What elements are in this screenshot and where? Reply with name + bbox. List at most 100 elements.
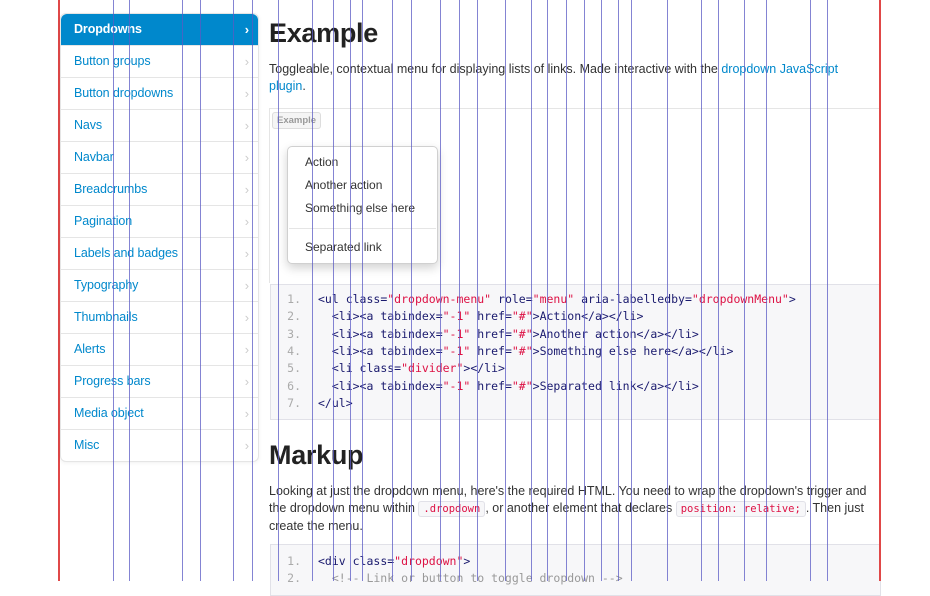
- sidebar-item-label: Thumbnails: [74, 310, 138, 324]
- sidebar-nav: Dropdowns›Button groups›Button dropdowns…: [60, 13, 259, 462]
- code-text: <ul class="dropdown-menu" role="menu" ar…: [318, 292, 796, 306]
- code-text: <li class="divider"></li>: [318, 361, 505, 376]
- guide-line: [252, 0, 253, 581]
- guide-line: [631, 0, 632, 581]
- guide-line: [459, 0, 460, 581]
- sidebar-item-media-object[interactable]: Media object ›: [61, 397, 258, 429]
- guide-line: [362, 0, 363, 581]
- guide-line: [440, 0, 441, 581]
- guide-line: [547, 0, 548, 581]
- chevron-right-icon: ›: [244, 118, 249, 133]
- sidebar-item-button-groups[interactable]: Button groups ›: [61, 45, 258, 77]
- code-text: <li><a tabindex="-1" href="#">Separated …: [331, 378, 699, 393]
- sidebar-item-navbar[interactable]: Navbar›: [61, 141, 258, 173]
- guide-line: [766, 0, 767, 581]
- code-dropdown-class: .dropdown: [418, 501, 486, 517]
- code-text: <li><a tabindex="-1" href="#">Something …: [331, 343, 734, 358]
- sidebar-item-progress-bars[interactable]: Progress bars ›: [61, 365, 258, 397]
- line-number: 1.: [287, 554, 301, 568]
- guide-line: [200, 0, 201, 581]
- chevron-right-icon: ›: [244, 278, 249, 293]
- sidebar-item-button-dropdowns[interactable]: Button dropdowns ›: [61, 77, 258, 109]
- chevron-right-icon: ›: [244, 182, 249, 197]
- sidebar-item-label: Misc: [74, 438, 100, 452]
- sidebar-item-label: Button groups: [74, 54, 151, 68]
- chevron-right-icon: ›: [244, 54, 249, 69]
- menu-item-something-else[interactable]: Something else here: [305, 201, 416, 215]
- guide-line-right: [879, 0, 881, 581]
- dropdown-plugin-link[interactable]: dropdown JavaScript plugin: [269, 62, 839, 93]
- sidebar-item-breadcrumbs[interactable]: Breadcrumbs ›: [61, 173, 258, 205]
- chevron-right-icon: ›: [244, 342, 249, 357]
- line-number: 4.: [287, 343, 301, 358]
- line-number: 3.: [287, 326, 301, 341]
- guide-line: [667, 0, 668, 581]
- sidebar-item-labels-and-badges[interactable]: Labels and badges ›: [61, 237, 258, 269]
- guide-line: [618, 0, 619, 581]
- guide-line: [566, 0, 567, 581]
- sidebar-item-label: Typography: [74, 278, 139, 292]
- code-block-example: 1. <ul class="dropdown-menu" role="menu" …: [270, 284, 881, 420]
- guide-line: [278, 0, 279, 581]
- sidebar-item-pagination[interactable]: Pagination›: [61, 205, 258, 237]
- sidebar-item-label: Progress bars: [74, 374, 151, 388]
- menu-item-another-action[interactable]: Another action: [305, 178, 383, 192]
- sidebar-item-label: Navs: [74, 118, 103, 132]
- menu-item-action[interactable]: Action: [305, 155, 339, 169]
- markup-heading: Markup: [269, 440, 364, 470]
- line-number: 2.: [287, 309, 301, 324]
- guide-line: [601, 0, 602, 581]
- line-number: 2.: [287, 571, 301, 586]
- code-text: <!-- Link or button to toggle dropdown -…: [318, 571, 623, 586]
- chevron-right-icon: ›: [244, 438, 249, 453]
- chevron-right-icon: ›: [244, 246, 249, 261]
- code-text: <div class="dropdown">: [318, 554, 471, 568]
- line-number: 6.: [287, 378, 301, 393]
- chevron-right-icon: ›: [244, 374, 249, 389]
- chevron-right-icon: ›: [244, 310, 249, 325]
- sidebar-item-dropdowns[interactable]: Dropdowns ›: [61, 14, 258, 45]
- guide-line: [350, 0, 351, 581]
- line-number: 5.: [287, 361, 301, 376]
- guide-line: [584, 0, 585, 581]
- guide-line: [233, 0, 234, 581]
- guide-line: [744, 0, 745, 581]
- guide-line: [810, 0, 811, 581]
- line-number: 1.: [287, 292, 301, 306]
- chevron-right-icon: ›: [244, 406, 249, 421]
- guide-line: [182, 0, 183, 581]
- guide-line: [411, 0, 412, 581]
- guide-line: [477, 0, 478, 581]
- chevron-right-icon: ›: [244, 22, 249, 37]
- code-position-relative: position: relative;: [675, 501, 806, 517]
- guide-line: [392, 0, 393, 581]
- example-label: Example: [272, 112, 322, 129]
- sidebar-item-typography[interactable]: Typography ›: [61, 269, 258, 301]
- guide-line-left: [58, 0, 60, 581]
- code-text: </ul>: [318, 395, 353, 410]
- chevron-right-icon: ›: [244, 214, 249, 229]
- sidebar-item-misc[interactable]: Misc ›: [61, 429, 258, 461]
- sidebar-item-label: Dropdowns: [74, 22, 142, 36]
- code-text: <li><a tabindex="-1" href="#">Another ac…: [331, 326, 699, 341]
- chevron-right-icon: ›: [244, 86, 249, 101]
- guide-line: [531, 0, 532, 581]
- sidebar-item-navs[interactable]: Navs ›: [61, 109, 258, 141]
- guide-line: [827, 0, 828, 581]
- guide-line: [718, 0, 719, 581]
- example-heading: Example: [269, 18, 378, 48]
- line-number: 7.: [287, 395, 301, 410]
- markup-description: Looking at just the dropdown menu, here'…: [269, 484, 867, 533]
- sidebar-item-label: Labels and badges: [74, 246, 178, 260]
- sidebar-item-alerts[interactable]: Alerts ›: [61, 333, 258, 365]
- guide-line: [701, 0, 702, 581]
- chevron-right-icon: ›: [244, 150, 249, 165]
- sidebar-item-label: Button dropdowns: [74, 86, 174, 100]
- menu-item-separated-link[interactable]: Separated link: [305, 240, 382, 254]
- guide-line: [312, 0, 313, 581]
- guide-line: [333, 0, 334, 581]
- sidebar-item-label: Alerts: [74, 342, 106, 356]
- sidebar-item-thumbnails[interactable]: Thumbnails ›: [61, 301, 258, 333]
- sidebar-item-label: Media object: [74, 406, 144, 420]
- sidebar-item-label: Breadcrumbs: [74, 182, 148, 196]
